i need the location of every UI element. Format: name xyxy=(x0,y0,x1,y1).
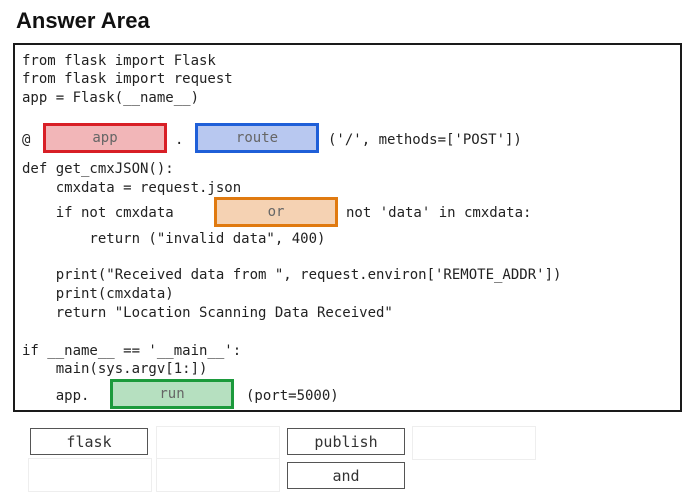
option-empty-4[interactable] xyxy=(156,458,280,492)
option-publish[interactable]: publish xyxy=(287,428,405,455)
code-line-print-cmxdata: print(cmxdata) xyxy=(22,286,174,302)
code-line-import-request: from flask import request xyxy=(22,71,233,87)
drop-slot-4[interactable]: run xyxy=(110,379,234,409)
code-line-import-flask: from flask import Flask xyxy=(22,53,216,69)
code-line-app-suffix: (port=5000) xyxy=(246,388,339,404)
code-line-app-prefix: app. xyxy=(22,388,90,404)
code-line-return-invalid: return ("invalid data", 400) xyxy=(22,231,326,247)
code-line-if-start: if not cmxdata xyxy=(22,205,174,221)
code-line-main-call: main(sys.argv[1:]) xyxy=(22,361,208,377)
code-decorator-args: ('/', methods=['POST']) xyxy=(328,132,522,148)
code-line-print-received: print("Received data from ", request.env… xyxy=(22,267,562,283)
code-line-main-if: if __name__ == '__main__': xyxy=(22,343,242,359)
code-decorator-at: @ xyxy=(22,132,31,148)
code-line-app-init: app = Flask(__name__) xyxy=(22,90,200,106)
code-line-if-end: not 'data' in cmxdata: xyxy=(346,205,532,221)
code-line-def: def get_cmxJSON(): xyxy=(22,161,174,177)
option-flask[interactable]: flask xyxy=(30,428,148,455)
option-and[interactable]: and xyxy=(287,462,405,489)
option-empty-2[interactable] xyxy=(412,426,536,460)
code-line-return-location: return "Location Scanning Data Received" xyxy=(22,305,393,321)
drop-slot-2[interactable]: route xyxy=(195,123,319,153)
code-decorator-dot: . xyxy=(175,132,184,148)
code-panel xyxy=(13,43,682,412)
drop-slot-1[interactable]: app xyxy=(43,123,167,153)
option-empty-1[interactable] xyxy=(156,426,280,460)
code-line-cmxdata: cmxdata = request.json xyxy=(22,180,242,196)
drop-slot-3[interactable]: or xyxy=(214,197,338,227)
answer-area-title: Answer Area xyxy=(16,8,150,33)
option-empty-3[interactable] xyxy=(28,458,152,492)
